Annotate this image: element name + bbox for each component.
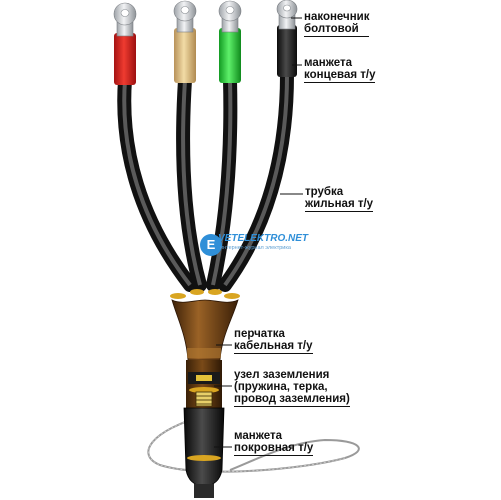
label-tube: трубка жильная т/у (305, 186, 374, 212)
ground-wire-strands (148, 414, 346, 473)
label-lug: наконечник болтовой (304, 11, 370, 37)
lug-red (113, 2, 137, 37)
watermark-logo-icon: Е (200, 234, 222, 256)
end-cap-red (114, 33, 136, 85)
watermark-logo-text: VETELEKTRO.NET (218, 233, 309, 244)
lug-green (218, 0, 242, 33)
end-cap-yellow (174, 28, 196, 83)
grounding-ring (189, 387, 219, 393)
grounding-spring (195, 391, 213, 407)
glove-band (187, 348, 221, 358)
core-ring (208, 289, 222, 295)
lug-black (276, 0, 298, 30)
core-ring (190, 289, 204, 295)
cable-end (194, 484, 214, 498)
sleeve-ring (187, 455, 221, 461)
core-ring (224, 293, 240, 299)
label-outer-sleeve: манжета покровная т/у (234, 430, 314, 456)
lug-yellow (173, 0, 197, 33)
label-grounding: узел заземления (пружина, терка, провод … (234, 369, 350, 407)
watermark-tagline: интернет-журнал электрика (220, 245, 291, 251)
end-cap-black (277, 25, 297, 77)
watermark: Е VETELEKTRO.NET интернет-журнал электри… (200, 233, 310, 259)
end-cap-green (219, 28, 241, 83)
label-end-cap: манжета концевая т/у (304, 57, 376, 83)
core-ring (170, 293, 186, 299)
label-glove: перчатка кабельная т/у (234, 328, 313, 354)
